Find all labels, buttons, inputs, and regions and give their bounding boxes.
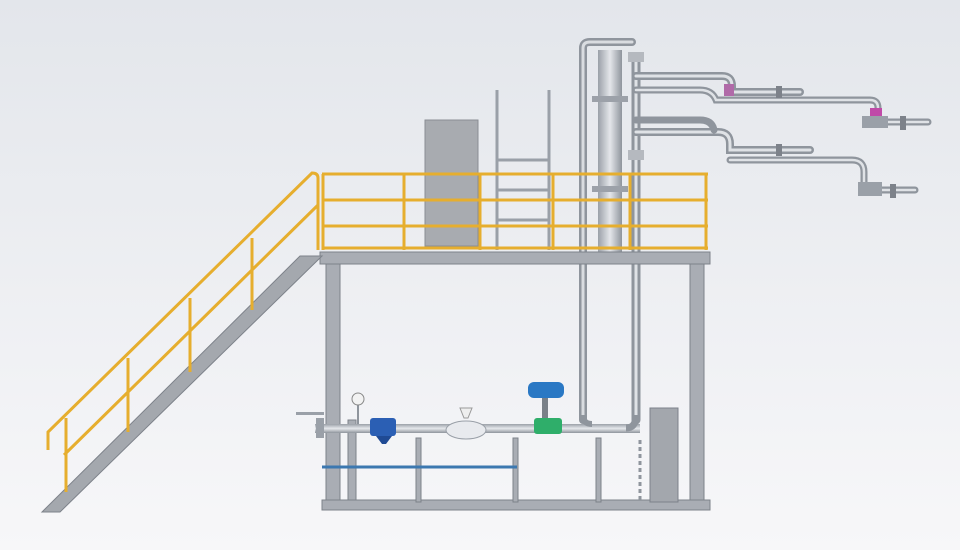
tank	[638, 407, 679, 503]
platform-railing	[321, 172, 708, 250]
steel-frame	[319, 251, 711, 511]
control-valve	[528, 382, 564, 434]
flow-meter	[445, 407, 487, 440]
staircase	[40, 171, 324, 513]
vertical-column	[598, 50, 622, 254]
strainer	[370, 418, 396, 444]
upper-valves	[628, 52, 906, 198]
pressure-gauge	[351, 392, 365, 424]
ladder	[495, 90, 551, 250]
upper-piping	[579, 38, 932, 425]
inlet-flange	[296, 412, 324, 438]
